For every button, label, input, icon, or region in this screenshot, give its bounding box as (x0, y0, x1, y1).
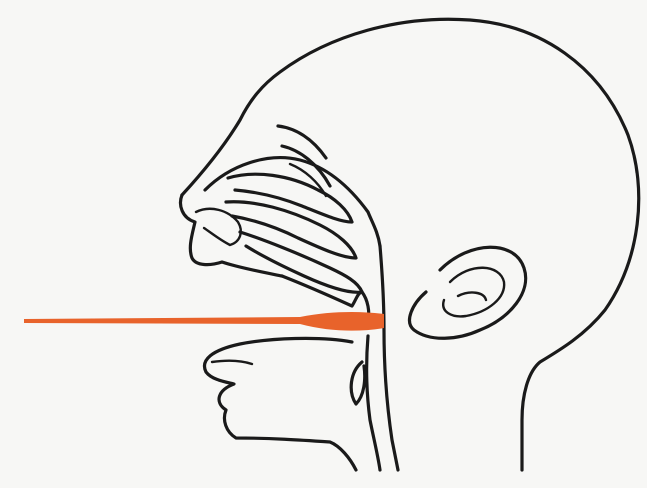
inserted-tube (24, 312, 384, 331)
head-outline (182, 19, 639, 470)
lower-lip (212, 361, 252, 364)
nostril (196, 209, 241, 245)
chin-outline (204, 338, 356, 470)
pharynx-posterior-wall (380, 246, 398, 470)
ear-concha (458, 293, 486, 300)
upper-turbinate (228, 174, 352, 222)
pharynx-anterior-wall (367, 336, 380, 470)
epiglottis (351, 362, 365, 404)
